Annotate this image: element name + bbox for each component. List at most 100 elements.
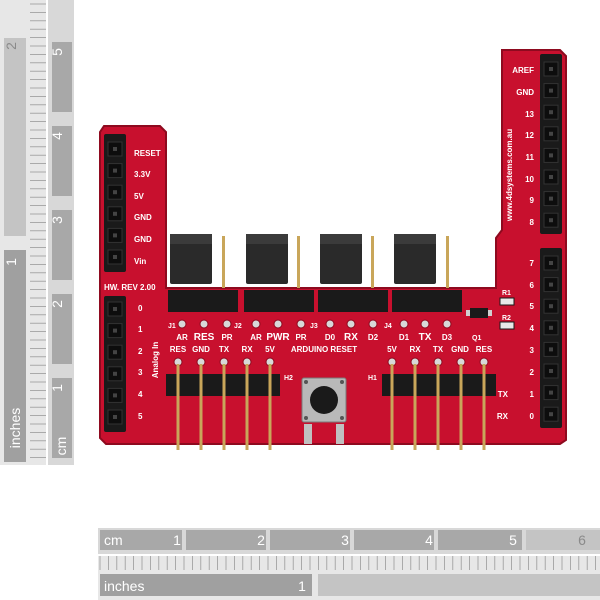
left-cm-unit: cm <box>53 437 69 456</box>
long-pin <box>245 364 249 450</box>
left-cm-tick-3: 3 <box>49 216 65 224</box>
right-label-4: 4 <box>530 324 535 333</box>
bottom-left-caption: 4D PROG CABLE/ADAPTOR <box>168 449 276 458</box>
h1-label-res: RES <box>476 345 493 354</box>
jumper-pad <box>368 319 378 329</box>
analog-label-0: 0 <box>138 304 143 313</box>
bottom-cm-tick-6: 6 <box>578 532 586 548</box>
header-pin-hole <box>549 369 553 373</box>
h2-label-res: RES <box>170 345 187 354</box>
header-pin-hole <box>549 67 553 71</box>
rx-label: RX <box>497 412 509 421</box>
bottom-ruler: cm 1 2 3 4 5 6 inches 1 <box>98 528 600 600</box>
right-label-13: 13 <box>525 110 534 119</box>
header-pin-hole <box>113 328 117 333</box>
header-pin-hole <box>113 211 117 216</box>
right-label-8: 8 <box>530 218 535 227</box>
analog-in-title: Analog In <box>151 342 160 379</box>
header-h1: 5V RX TX GND RES H1 <box>368 345 496 450</box>
right-label-11: 11 <box>526 153 535 162</box>
long-pin <box>268 364 272 450</box>
left-header-label-reset: RESET <box>134 149 161 158</box>
h2-ref: H2 <box>284 375 293 382</box>
jumper-label-d3: D3 <box>442 333 453 342</box>
jumper-label-pr-2: PR <box>295 333 306 342</box>
header-pin-hole <box>113 307 117 311</box>
header-pin-hole <box>549 218 553 223</box>
jumper-row-labels: AR RES PR AR PWR PR D0 RX D2 D1 TX D3 <box>176 332 452 343</box>
q1-ref: Q1 <box>472 335 481 342</box>
right-label-9: 9 <box>530 196 535 205</box>
jumper-block-j4 <box>392 234 462 312</box>
analog-label-4: 4 <box>138 390 143 399</box>
hw-rev-label: HW. REV 2.00 <box>104 283 156 292</box>
jumper-label-pr-1: PR <box>221 333 232 342</box>
t1-ref: T1 <box>326 451 334 458</box>
analog-label-1: 1 <box>138 325 143 334</box>
jumper-label-d2: D2 <box>368 333 379 342</box>
long-pin <box>390 364 394 450</box>
right-label-7: 7 <box>530 259 535 268</box>
jumper-ref-j1: J1 <box>168 323 176 330</box>
r2-ref: R2 <box>502 315 511 322</box>
h2-label-rx: RX <box>241 345 253 354</box>
bottom-ruler-tick-marks <box>99 556 596 570</box>
header-pin-hole <box>113 190 117 195</box>
left-ruler-tick-marks <box>30 3 46 459</box>
jumper-label-d0: D0 <box>325 333 336 342</box>
jumper-label-res: RES <box>194 332 215 343</box>
header-pin-hole <box>113 255 117 259</box>
r1-ref: R1 <box>502 290 511 297</box>
jumper-blocks <box>168 234 462 312</box>
jumper-label-d1: D1 <box>399 333 410 342</box>
long-pin <box>436 364 440 450</box>
jumper-pad <box>177 319 187 329</box>
smd-components: Q1 R1 R2 <box>466 290 515 342</box>
header-pin-hole <box>113 233 117 238</box>
jumper-pad <box>325 319 335 329</box>
right-label-10: 10 <box>525 175 534 184</box>
pcb-outline <box>99 49 567 445</box>
pcb-board: RESET 3.3V 5V GND GND Vin HW. REV 2.00 0… <box>99 49 567 458</box>
header-pin-hole <box>549 153 553 158</box>
right-label-5: 5 <box>530 302 535 311</box>
right-label-1: 1 <box>530 390 535 399</box>
jumper-pad <box>399 319 409 329</box>
jumper-label-ar-2: AR <box>250 333 262 342</box>
header-pin-hole <box>113 147 117 151</box>
left-cm-tick-5: 5 <box>49 48 65 56</box>
right-label-2: 2 <box>530 368 535 377</box>
right-label-0: 0 <box>530 412 535 421</box>
h1-label-gnd: GND <box>451 345 469 354</box>
left-header-label-vin: Vin <box>134 257 146 266</box>
bottom-cm-unit: cm <box>104 532 123 548</box>
bottom-cm-tick-3: 3 <box>341 532 349 548</box>
jumper-label-pwr: PWR <box>266 332 290 343</box>
header-pin-hole <box>113 350 117 355</box>
jumper-pad <box>222 319 232 329</box>
header-pin-hole <box>549 110 553 115</box>
header-pin-hole <box>113 415 117 419</box>
jumper-pad <box>273 319 283 329</box>
analog-label-2: 2 <box>138 347 143 356</box>
bottom-inch-unit: inches <box>104 578 144 594</box>
jumper-pads <box>177 319 452 329</box>
jumper-label-ar-1: AR <box>176 333 188 342</box>
right-digital-header-top: AREF GND 13 12 11 10 9 8 <box>512 54 562 234</box>
left-ruler: 5 4 3 2 1 cm 2 1 inches <box>0 0 74 465</box>
website-url: www.4dsystems.com.au <box>505 129 514 222</box>
jumper-pad <box>420 319 430 329</box>
long-pin <box>222 364 226 450</box>
right-label-aref: AREF <box>512 66 534 75</box>
bottom-cm-tick-4: 4 <box>425 532 433 548</box>
header-pin-hole <box>549 175 553 179</box>
h2-labels: RES GND TX RX 5V <box>170 345 276 354</box>
h1-label-tx: TX <box>433 345 444 354</box>
header-pin-hole <box>549 282 553 287</box>
analog-label-5: 5 <box>138 412 143 421</box>
jumper-ref-j4: J4 <box>384 323 392 330</box>
jumper-pad <box>199 319 209 329</box>
right-label-6: 6 <box>530 281 535 290</box>
left-cm-tick-1: 1 <box>49 384 65 392</box>
